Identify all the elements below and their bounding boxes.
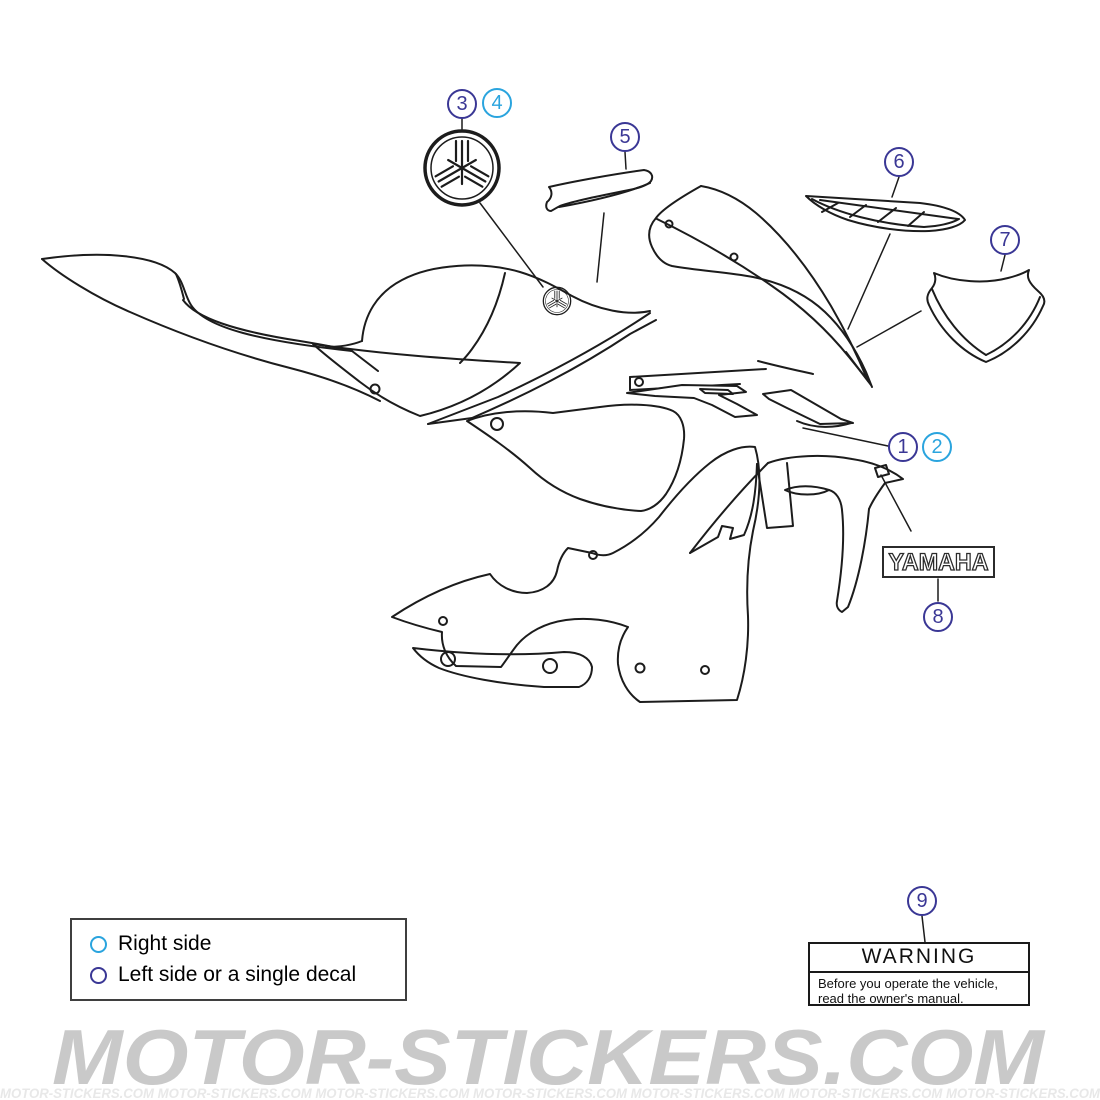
watermark-tile-row: MOTOR-STICKERS.COM MOTOR-STICKERS.COM MO…: [0, 1085, 1100, 1100]
warning-body-line2: read the owner's manual.: [818, 991, 964, 1006]
legend-label: Left side or a single decal: [118, 963, 357, 986]
callout-1: 1: [888, 432, 918, 462]
r1-logo-decal: [626, 384, 854, 425]
tail-section: [41, 253, 521, 417]
warning-title: WARNING: [810, 944, 1028, 973]
yamaha-tuning-fork-logo: [423, 129, 501, 207]
vent-decal-part6: [805, 195, 966, 233]
warning-body: Before you operate the vehicle, read the…: [810, 973, 1028, 1006]
left-side-dot-icon: [90, 966, 107, 984]
yamaha-sticker: YAMAHA: [882, 546, 995, 578]
yamaha-sticker-text: YAMAHA: [889, 549, 989, 576]
tank-emblem: [542, 286, 572, 316]
callout-8: 8: [923, 602, 953, 632]
callout-4: 4: [482, 88, 512, 118]
legend-label: Right side: [118, 932, 212, 955]
legend-box: Right side Left side or a single decal: [70, 918, 407, 1001]
callout-9: 9: [907, 886, 937, 916]
warning-body-line1: Before you operate the vehicle,: [818, 976, 998, 991]
front-fender: [689, 420, 904, 613]
fuel-tank: [325, 264, 657, 425]
callout-6: 6: [884, 147, 914, 177]
watermark-text: MOTOR-STICKERS.COM: [52, 1013, 1046, 1100]
leader-lines: [461, 118, 1006, 943]
lower-blade: [412, 647, 593, 688]
warning-decal: WARNING Before you operate the vehicle, …: [808, 942, 1030, 1006]
callout-7: 7: [990, 225, 1020, 255]
upper-fairing: [648, 185, 873, 388]
callout-2: 2: [922, 432, 952, 462]
right-side-dot-icon: [90, 935, 107, 953]
legend-item-left-side: Left side or a single decal: [90, 963, 405, 987]
callout-5: 5: [610, 122, 640, 152]
windshield-decal-part7: [926, 269, 1046, 363]
mid-fairing-panel: [466, 403, 686, 512]
callout-3: 3: [447, 89, 477, 119]
legend-item-right-side: Right side: [90, 932, 405, 956]
windscreen-trim-part5: [545, 169, 654, 212]
lower-fairing-panel: [391, 445, 761, 703]
